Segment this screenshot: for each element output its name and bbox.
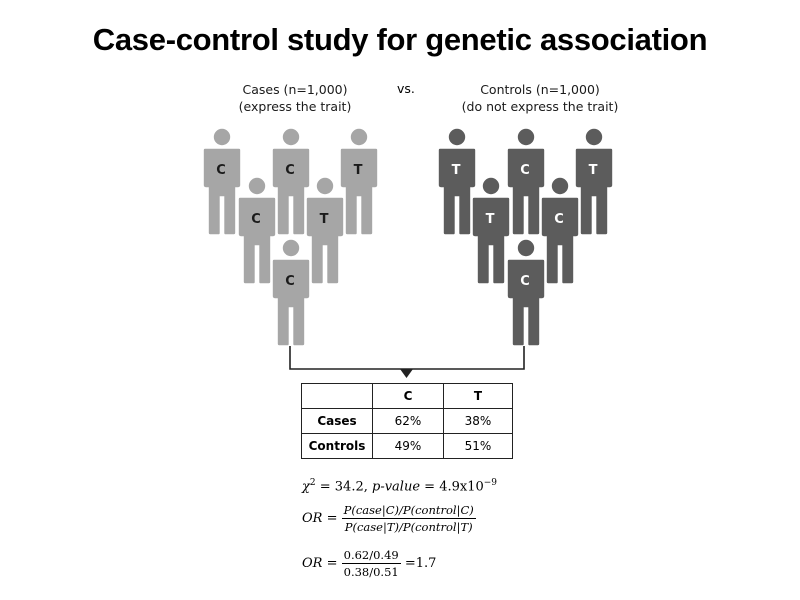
allele-label: C [251, 212, 261, 227]
or-value-result: =1.7 [400, 556, 437, 571]
allele-label: C [554, 212, 564, 227]
allele-label: T [452, 163, 461, 178]
table-cell: 49% [372, 433, 444, 459]
person-silhouette [540, 176, 580, 285]
person-silhouette [202, 127, 242, 236]
person-silhouette [339, 127, 379, 236]
merge-connector [289, 346, 525, 370]
table-header-cell: C [372, 383, 444, 409]
cases-header-line2: (express the trait) [238, 99, 352, 114]
chi-square-formula: χ2 = 34.2, p-value = 4.9x10−9 [302, 478, 497, 494]
chi-symbol: χ [302, 479, 310, 495]
person-figure: T [305, 176, 345, 285]
vs-label: vs. [397, 81, 415, 96]
table-row-label: Controls [301, 433, 373, 459]
cases-header-line1: Cases (n=1,000) [242, 82, 348, 97]
person-silhouette [305, 176, 345, 285]
table-cell: 62% [372, 408, 444, 434]
or-numerator: P(case|C)/P(control|C) [341, 503, 476, 519]
pvalue-value: = 4.9x10 [420, 479, 484, 495]
pvalue-exponent: −9 [483, 478, 498, 488]
or-denominator: P(case|T)/P(control|T) [344, 520, 473, 534]
person-figure: C [506, 127, 546, 236]
cases-figures: C C T C T C [202, 127, 379, 347]
person-silhouette [271, 238, 311, 347]
person-figure: C [506, 238, 546, 347]
chi-value: = 34.2, [315, 479, 372, 495]
or-fraction: P(case|C)/P(control|C)P(case|T)/P(contro… [341, 503, 476, 534]
person-figure: T [574, 127, 614, 236]
or-label: OR [302, 511, 323, 526]
person-silhouette [437, 127, 477, 236]
person-figure: C [271, 238, 311, 347]
down-arrow-icon [400, 369, 413, 378]
genotype-table: C T Cases 62% 38% Controls 49% 51% [301, 383, 513, 459]
person-figure: C [237, 176, 277, 285]
person-figure: C [202, 127, 242, 236]
allele-label: T [486, 212, 495, 227]
table-row-label: Cases [301, 408, 373, 434]
person-silhouette [506, 238, 546, 347]
chi-exponent: 2 [309, 478, 316, 488]
or-value-numerator: 0.62/0.49 [341, 548, 401, 564]
person-figure: C [540, 176, 580, 285]
table-row: Cases 62% 38% [301, 408, 513, 434]
person-figure: T [471, 176, 511, 285]
allele-label: T [589, 163, 598, 178]
controls-header: Controls (n=1,000) (do not express the t… [455, 81, 625, 115]
allele-label: C [285, 163, 295, 178]
controls-header-line2: (do not express the trait) [461, 99, 619, 114]
page-title: Case-control study for genetic associati… [92, 22, 708, 57]
controls-figures: T C T T C C [437, 127, 614, 347]
person-figure: T [437, 127, 477, 236]
or-equals: = [322, 556, 342, 571]
or-label: OR [302, 556, 323, 571]
table-header-row: C T [301, 383, 513, 409]
table-header-cell [301, 383, 373, 409]
allele-label: T [320, 212, 329, 227]
odds-ratio-formula: OR = P(case|C)/P(control|C)P(case|T)/P(c… [302, 503, 476, 534]
table-cell: 38% [443, 408, 513, 434]
person-silhouette [574, 127, 614, 236]
cases-header: Cases (n=1,000) (express the trait) [205, 81, 385, 115]
allele-label: C [216, 163, 226, 178]
allele-label: C [285, 274, 295, 289]
controls-header-line1: Controls (n=1,000) [480, 82, 600, 97]
or-equals: = [322, 511, 342, 526]
person-figure: T [339, 127, 379, 236]
person-silhouette [271, 127, 311, 236]
person-silhouette [506, 127, 546, 236]
table-header-cell: T [443, 383, 513, 409]
person-figure: C [271, 127, 311, 236]
allele-label: T [354, 163, 363, 178]
allele-label: C [520, 274, 530, 289]
allele-label: C [520, 163, 530, 178]
person-silhouette [471, 176, 511, 285]
person-silhouette [237, 176, 277, 285]
pvalue-label: p-value [372, 479, 421, 495]
table-cell: 51% [443, 433, 513, 459]
or-value-denominator: 0.38/0.51 [343, 565, 399, 579]
table-row: Controls 49% 51% [301, 433, 513, 459]
